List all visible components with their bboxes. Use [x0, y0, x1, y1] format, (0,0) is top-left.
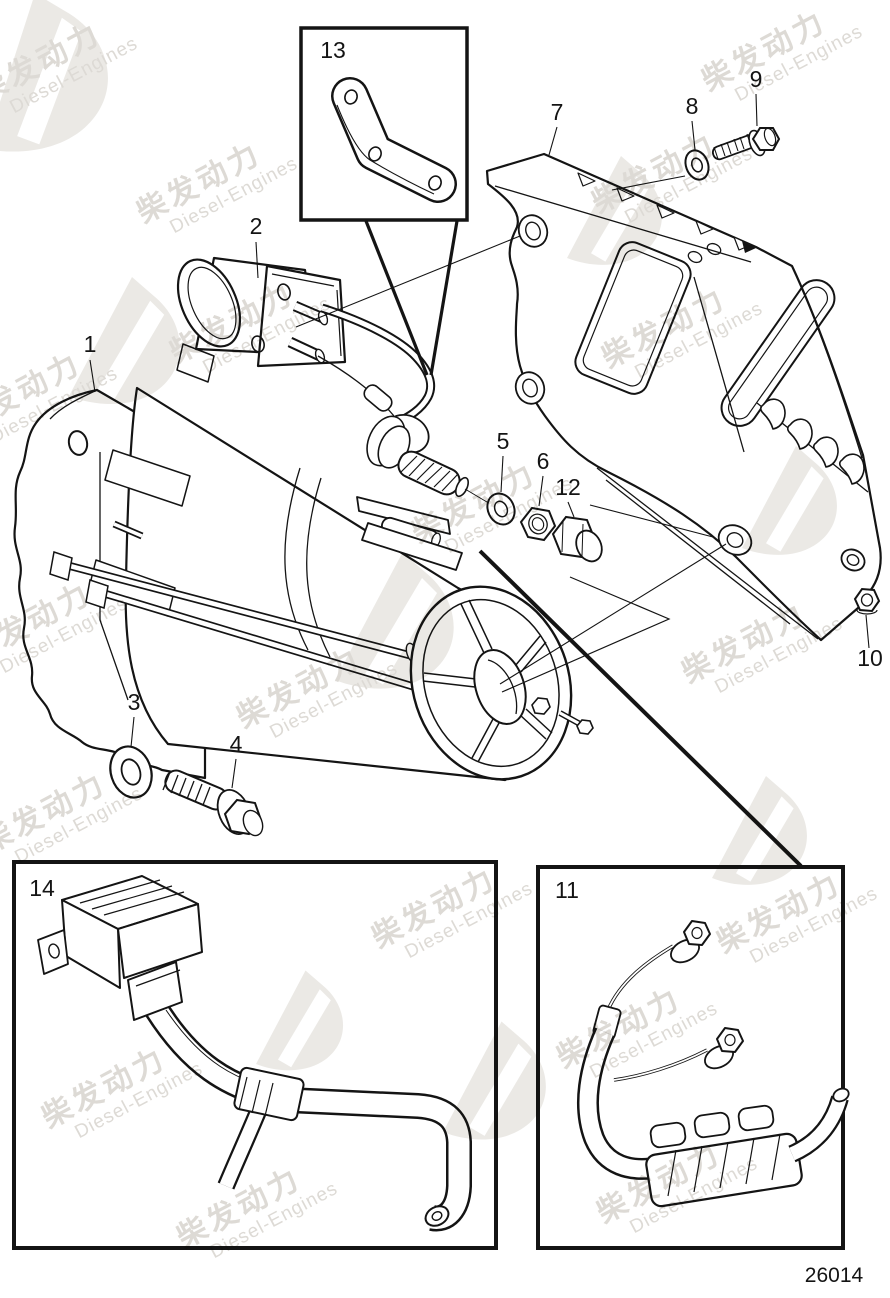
callout-8: 8 — [686, 93, 699, 119]
nut-10 — [853, 587, 881, 615]
bolt-9 — [711, 127, 781, 161]
callout-2: 2 — [250, 213, 263, 239]
solenoid — [176, 256, 347, 368]
callout-5: 5 — [497, 428, 510, 454]
callout-13: 13 — [320, 37, 346, 63]
drawing-number: 26014 — [805, 1264, 864, 1287]
bracket-plate — [485, 152, 882, 642]
bracket-strap-13 — [331, 77, 457, 203]
cap-12 — [551, 515, 603, 563]
terminal-stud — [366, 415, 493, 506]
washer-5 — [486, 492, 516, 526]
nut-6 — [519, 506, 557, 542]
inset-box-14: 14 — [12, 860, 498, 1250]
callout-1: 1 — [84, 331, 97, 357]
bolt-4 — [162, 769, 264, 837]
callout-11: 11 — [555, 877, 579, 903]
callout-4: 4 — [230, 731, 243, 757]
callout-6: 6 — [537, 448, 550, 474]
inset-box-11: 11 — [536, 865, 850, 1250]
callout-12: 12 — [555, 474, 581, 500]
callout-10: 10 — [857, 645, 883, 671]
wiring-harness-11 — [576, 920, 850, 1208]
callout-3: 3 — [128, 689, 141, 715]
washer-3 — [109, 745, 153, 799]
callout-14: 14 — [29, 875, 55, 901]
callouts: 1 2 3 4 5 6 7 8 9 10 12 — [84, 66, 883, 757]
callout-9: 9 — [750, 66, 763, 92]
washer-8 — [684, 149, 710, 181]
cable-harness-14 — [37, 875, 472, 1232]
callout-7: 7 — [551, 99, 564, 125]
inset-box-13: 13 — [299, 26, 469, 222]
